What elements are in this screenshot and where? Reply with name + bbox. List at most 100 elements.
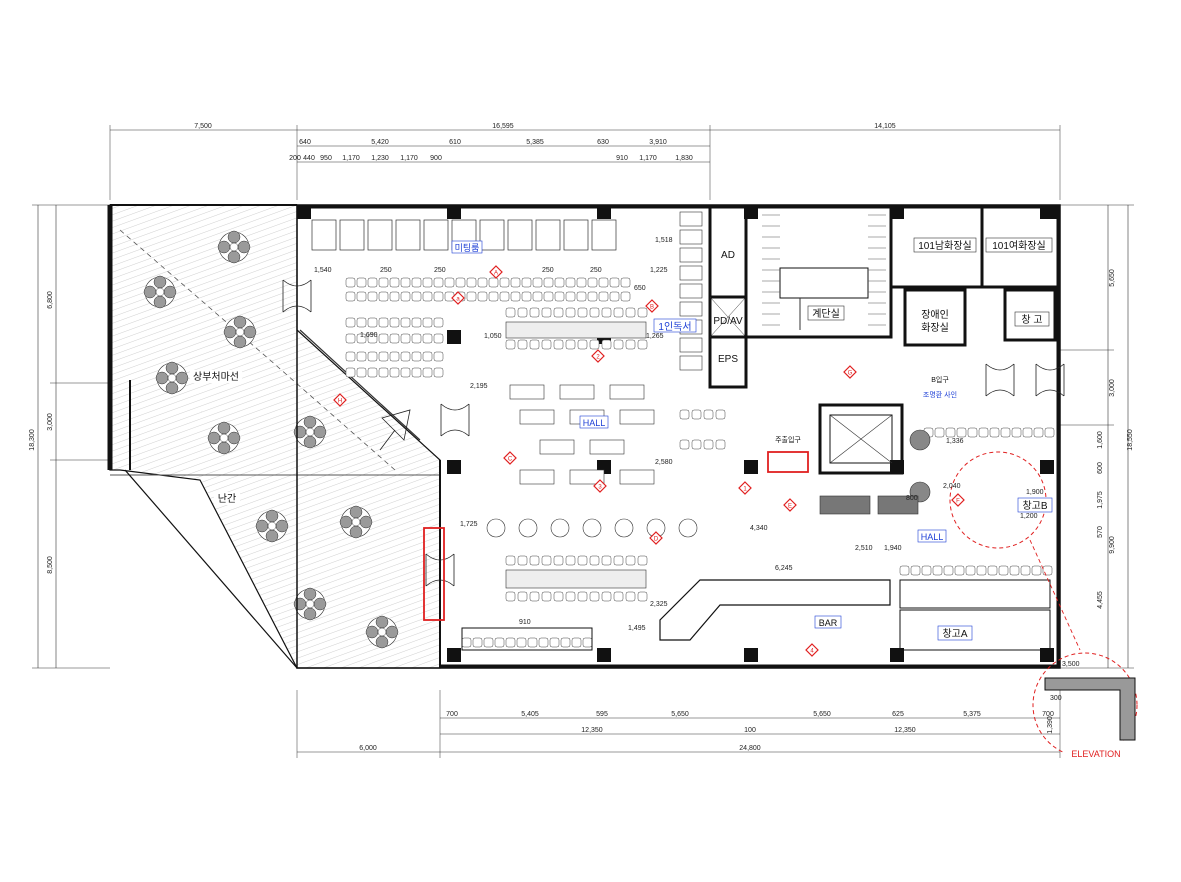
section-marker-3: 3 [593, 479, 607, 493]
dim-bot3-1: 6,000 [359, 745, 377, 752]
chair [601, 339, 612, 350]
chair [613, 307, 624, 318]
dim-right-3: 1,600 [1097, 431, 1104, 449]
label-storage: 창 고 [1021, 314, 1042, 326]
right-dimensions: 5,650 3,000 1,600 600 1,975 570 4,455 9,… [1060, 204, 1134, 669]
chair [499, 277, 510, 288]
label-stairs: 계단실 [812, 308, 840, 320]
left-dimensions: 6,800 3,000 8,500 18,300 [29, 204, 110, 669]
label-deck-finish: 상부처마선 [193, 371, 239, 383]
label-womens-toilet: 101여화장실 [992, 240, 1046, 252]
chair [1020, 565, 1031, 576]
round-table [518, 518, 538, 538]
dim-in-18: 2,040 [943, 483, 961, 490]
chair [1031, 565, 1042, 576]
dim-top-3: 14,105 [874, 123, 896, 130]
pivot-door-icon[interactable] [379, 409, 411, 451]
chair [356, 351, 367, 362]
chair [625, 555, 636, 566]
chair [679, 409, 690, 420]
room-labels: 미팅룸 1인독서 HALL HALL BAR 창고A 창고B 창 고 AD PD… [190, 237, 1053, 641]
chair [356, 277, 367, 288]
chair [378, 317, 389, 328]
dim-right-8: 9,900 [1109, 536, 1116, 554]
bottom-dimensions: 700 5,405 595 5,650 5,650 625 5,375 700 … [296, 690, 1061, 758]
chair [1011, 427, 1022, 438]
table [509, 384, 545, 400]
dim-bot-5: 5,650 [813, 711, 831, 718]
interior-dimensions: 1,518 1,225 1,540 250 250 250 250 1,690 … [314, 237, 1080, 734]
dim-in-7: 250 [590, 267, 602, 274]
dim-in-10: 1,265 [646, 333, 664, 340]
label-accessible-1: 장애인 [921, 309, 949, 321]
chair [455, 277, 466, 288]
label-pd-av: PD/AV [713, 316, 743, 327]
umbrella-table-icon [223, 315, 257, 349]
umbrella-table-icon [339, 505, 373, 539]
dim-in-22: 1,495 [628, 625, 646, 632]
dim-top3-8: 910 [616, 155, 628, 162]
label-column-note: 조명환 사인 [923, 390, 957, 399]
chair [976, 565, 987, 576]
double-door-icon[interactable] [282, 279, 312, 313]
chair [345, 277, 356, 288]
chair [553, 307, 564, 318]
chair [510, 291, 521, 302]
label-accessible-2: 화장실 [921, 322, 949, 334]
chair [532, 277, 543, 288]
chair [565, 591, 576, 602]
chair [516, 637, 527, 648]
chair [576, 277, 587, 288]
chair [499, 291, 510, 302]
dim-top2-4: 5,385 [526, 139, 544, 146]
chair [488, 291, 499, 302]
dim-in-23: 2,325 [650, 601, 668, 608]
chair [576, 291, 587, 302]
dim-bot-7: 5,375 [963, 711, 981, 718]
main-entrance[interactable] [423, 451, 809, 621]
chair [703, 409, 714, 420]
chair [582, 637, 593, 648]
chair [554, 291, 565, 302]
dim-top2-5: 630 [597, 139, 609, 146]
booth [423, 219, 449, 251]
chair [541, 339, 552, 350]
chair [411, 291, 422, 302]
dim-in-3: 1,540 [314, 267, 332, 274]
chair [965, 565, 976, 576]
stair-treads [762, 214, 886, 326]
table [519, 469, 555, 485]
label-storage-a: 창고A [942, 628, 967, 640]
chair [571, 637, 582, 648]
chair [517, 339, 528, 350]
chair [589, 555, 600, 566]
chair [703, 439, 714, 450]
booth [311, 219, 337, 251]
double-door-icon[interactable] [440, 403, 470, 437]
chair [466, 291, 477, 302]
dim-top-2: 16,595 [492, 123, 514, 130]
study-desk [679, 283, 703, 299]
chair [553, 591, 564, 602]
dim-bot-4: 5,650 [671, 711, 689, 718]
chair [589, 339, 600, 350]
label-single-study: 1인독서 [658, 321, 691, 333]
double-door-icon[interactable] [1035, 363, 1065, 397]
dim-in-1: 1,518 [655, 237, 673, 244]
double-door-icon[interactable] [985, 363, 1015, 397]
booth [339, 219, 365, 251]
chair [1042, 565, 1053, 576]
chair [967, 427, 978, 438]
dim-top2-2: 5,420 [371, 139, 389, 146]
chair [945, 427, 956, 438]
chair [529, 339, 540, 350]
double-door-icon[interactable] [425, 553, 455, 587]
dim-top2-1: 640 [299, 139, 311, 146]
dim-in-19: 1,900 [1026, 489, 1044, 496]
booth [395, 219, 421, 251]
chair [529, 555, 540, 566]
seating [345, 277, 1055, 648]
dim-elev-2: 300 [1050, 695, 1062, 702]
dim-right-2: 3,000 [1109, 379, 1116, 397]
umbrella-table-icon [293, 587, 327, 621]
